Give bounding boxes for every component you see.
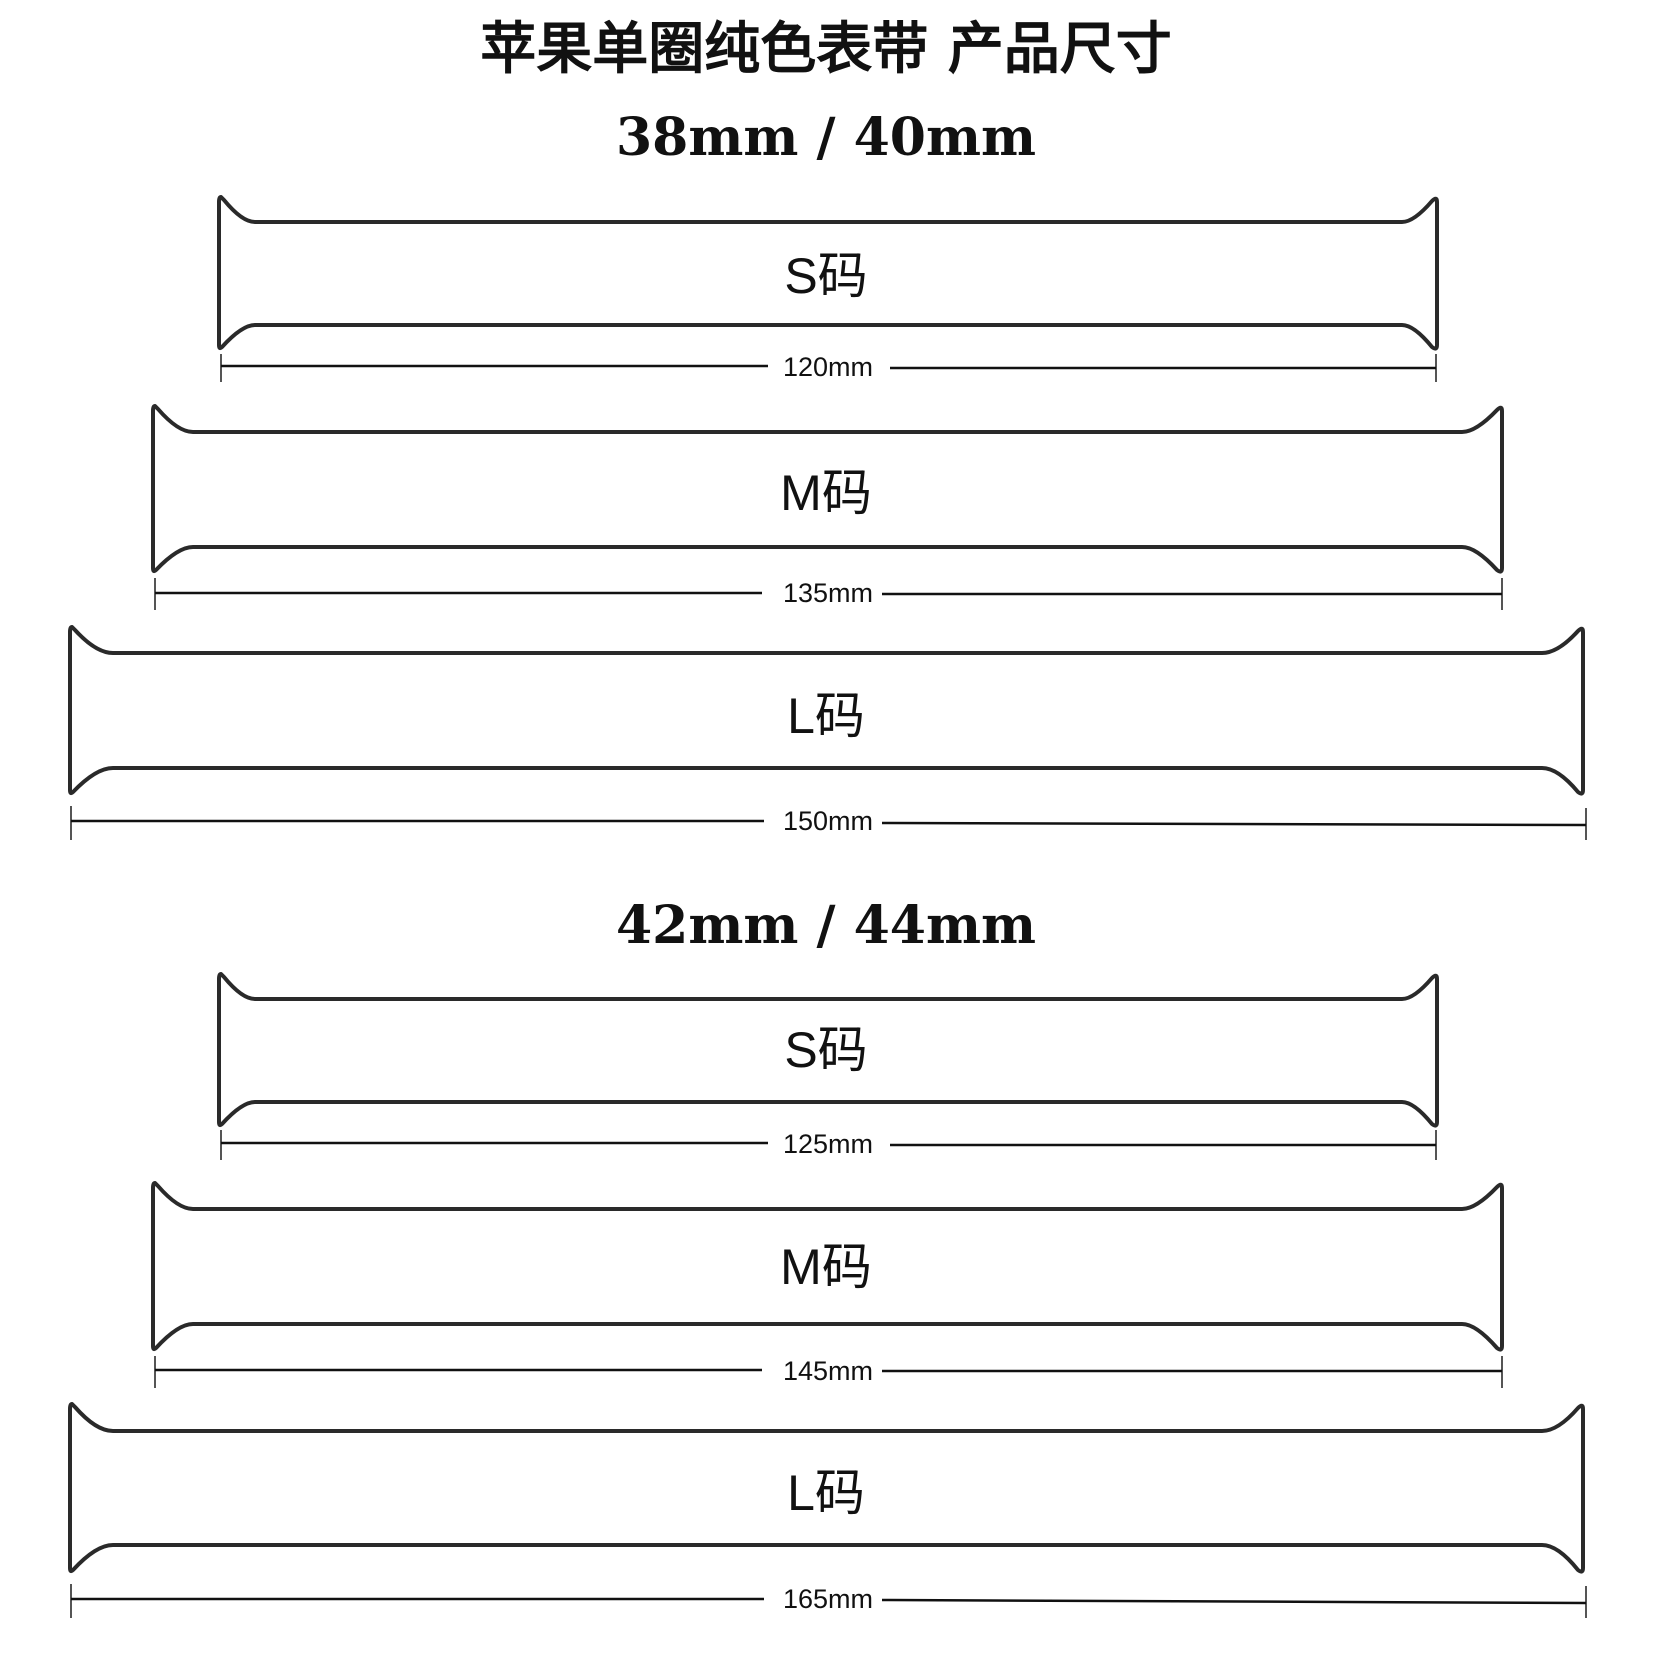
band-length-label: 145mm [783, 1356, 873, 1386]
band-medium-38-40: M码 135mm [151, 404, 1504, 610]
band-medium-42-44: M码 145mm [151, 1181, 1504, 1388]
band-outline [217, 195, 1439, 351]
band-small-42-44: S码 125mm [217, 972, 1439, 1160]
band-size-label: M码 [780, 465, 872, 521]
band-length-label: 135mm [783, 578, 873, 608]
band-length-label: 125mm [783, 1129, 873, 1159]
band-size-label: S码 [784, 248, 867, 304]
dimension-line-right [881, 821, 1587, 827]
band-small-38-40: S码 120mm [217, 195, 1439, 382]
band-outline [151, 1181, 1504, 1352]
band-outline [68, 1402, 1585, 1574]
dimension-line-right [881, 1598, 1587, 1605]
group-heading-42-44: 42mm / 44mm [616, 895, 1036, 956]
band-outline [68, 625, 1585, 796]
band-length-label: 165mm [783, 1584, 873, 1614]
band-outline [151, 404, 1504, 574]
page-title: 苹果单圈纯色表带 产品尺寸 [480, 16, 1172, 82]
band-size-label: L码 [787, 688, 865, 744]
band-size-label: S码 [784, 1022, 867, 1078]
band-size-label: L码 [787, 1465, 865, 1521]
band-outline [217, 972, 1439, 1128]
band-length-label: 150mm [783, 806, 873, 836]
band-large-38-40: L码 150mm [68, 625, 1587, 840]
band-size-label: M码 [780, 1239, 872, 1295]
band-large-42-44: L码 165mm [68, 1402, 1587, 1618]
band-length-label: 120mm [783, 352, 873, 382]
group-heading-38-40: 38mm / 40mm [616, 107, 1036, 168]
